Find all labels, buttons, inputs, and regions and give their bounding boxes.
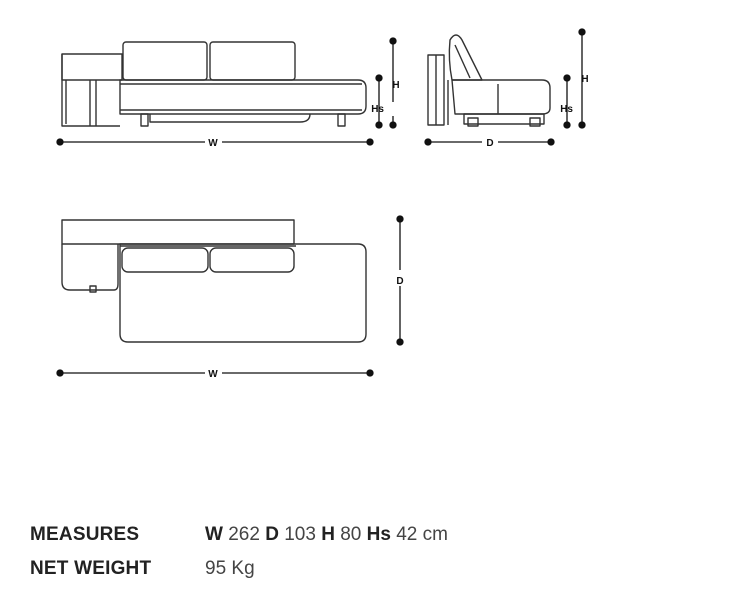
measures-label: MEASURES bbox=[30, 524, 140, 545]
front-width-label: W bbox=[208, 138, 218, 149]
hs-value: 42 bbox=[396, 524, 418, 545]
front-seat-height-label: Hs bbox=[371, 104, 384, 115]
front-height-label: H bbox=[392, 80, 399, 91]
side-height-label: H bbox=[581, 74, 588, 85]
d-value: 103 bbox=[284, 524, 316, 545]
measures-row: MEASURES W 262 D 103 H 80 Hs 42 cm bbox=[30, 518, 448, 552]
top-width-label: W bbox=[208, 369, 218, 380]
top-depth-label: D bbox=[396, 276, 403, 287]
front-view bbox=[61, 41, 367, 127]
w-value: 262 bbox=[228, 524, 260, 545]
sofa-dimension-drawing: W H Hs D H Hs D W bbox=[56, 28, 589, 380]
side-view bbox=[427, 34, 551, 127]
h-value: 80 bbox=[340, 524, 362, 545]
weight-label: NET WEIGHT bbox=[30, 558, 152, 579]
w-key: W bbox=[205, 524, 223, 545]
specs-table: MEASURES W 262 D 103 H 80 Hs 42 cm NET W… bbox=[30, 518, 448, 586]
hs-key: Hs bbox=[366, 524, 391, 545]
side-depth-label: D bbox=[486, 138, 493, 149]
side-seat-height-label: Hs bbox=[560, 104, 573, 115]
unit: cm bbox=[422, 524, 448, 545]
weight-value: 95 Kg bbox=[205, 558, 255, 579]
h-key: H bbox=[321, 524, 335, 545]
d-key: D bbox=[265, 524, 279, 545]
top-view bbox=[61, 219, 367, 343]
weight-row: NET WEIGHT 95 Kg bbox=[30, 552, 448, 586]
measures-values: W 262 D 103 H 80 Hs 42 cm bbox=[205, 524, 448, 546]
